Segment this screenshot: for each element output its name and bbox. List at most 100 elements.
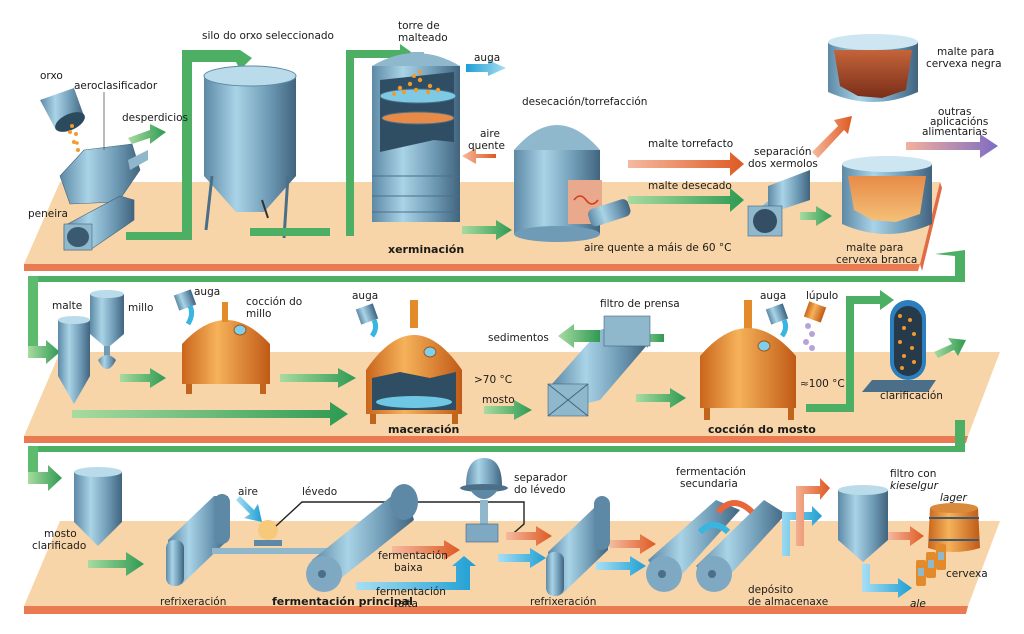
green-flow-to-torre — [330, 44, 414, 236]
label-maceracion: maceración — [388, 423, 460, 436]
label-negra-2: cervexa negra — [926, 58, 1002, 70]
deposito-almacenaxe-flow — [778, 478, 830, 556]
label-sedimentos: sedimentos — [488, 332, 549, 344]
label-ferm-alta-1: fermentación — [376, 586, 446, 598]
label-mosto: mosto — [482, 394, 515, 406]
label-cervexa: cervexa — [946, 568, 988, 580]
label-ferm-sec-1: fermentación — [676, 466, 746, 478]
arrow-to-coccion-millo — [120, 368, 166, 388]
label-lager: lager — [940, 492, 967, 504]
levedo-return-line — [275, 501, 525, 539]
fermentacion-baixa-arrow — [392, 540, 460, 560]
label-deposito-2: de almacenaxe — [748, 596, 829, 608]
aire-arrow — [236, 496, 262, 522]
label-outras-1: outras — [938, 106, 972, 118]
label-auga-maceracion: auga — [352, 290, 379, 302]
label-filtro-prensa: filtro de prensa — [600, 298, 680, 310]
desperdicios-arrow — [128, 124, 166, 144]
refrixeracion-2 — [546, 496, 610, 596]
label-desperdicios: desperdicios — [122, 112, 189, 124]
arrow-to-coccion-mosto — [636, 388, 686, 408]
orxo-hopper — [40, 88, 85, 166]
maceracion-kettle — [366, 300, 462, 424]
label-auga-mosto: auga — [760, 290, 787, 302]
green-flow-silo-out — [250, 228, 330, 236]
arrow-long-malte — [72, 402, 348, 426]
label-ferm-baixa-2: baixa — [394, 562, 423, 574]
label-filtro-1: filtro con — [890, 468, 937, 480]
arrow-to-negra — [812, 116, 852, 158]
label-malte: malte — [52, 300, 83, 312]
label-silo: silo do orxo seleccionado — [202, 30, 334, 42]
label-coccion-millo-2: millo — [246, 308, 272, 320]
green-flow-row2-to-row3 — [28, 420, 965, 491]
label-desecacion: desecación/torrefacción — [522, 96, 648, 108]
silo-millo — [90, 290, 124, 369]
label-fermentacion-principal: fermentación principal — [272, 595, 413, 608]
arrow-blue-to-secundaria — [596, 556, 646, 576]
label-coccion-millo-1: cocción do — [246, 296, 303, 308]
label-auga-row1: auga — [474, 52, 501, 64]
label-lupulo: lúpulo — [806, 290, 839, 302]
label-auga-millo: auga — [194, 286, 221, 298]
auga-bucket-1 — [173, 289, 197, 326]
label-temp-70: >70 °C — [474, 374, 513, 386]
label-branca-1: malte para — [846, 242, 904, 254]
arrow-orange-to-secundaria — [610, 534, 656, 554]
label-clarificacion: clarificación — [880, 390, 943, 402]
label-ale: ale — [910, 598, 926, 610]
label-torre-1: torre de — [398, 20, 440, 32]
coccion-millo-kettle — [182, 302, 270, 394]
levedo-dish — [254, 520, 282, 546]
label-quente: quente — [468, 140, 506, 152]
lupulo-bucket — [803, 301, 827, 351]
arrow-to-branca — [800, 206, 832, 226]
label-xerminacion: xerminación — [388, 243, 465, 256]
label-temp-100: ≈100 °C — [800, 378, 845, 390]
torre-malteado — [372, 52, 460, 222]
peneira-sieve — [63, 195, 135, 251]
silo-mosto-clarificado — [74, 467, 122, 546]
label-outras-2: aplicacións — [930, 116, 989, 128]
malte-desecado-arrow — [628, 188, 744, 212]
pipe-to-fermenter — [212, 548, 342, 554]
label-mosto-clar-2: clarificado — [32, 540, 87, 552]
green-flow-to-silo — [126, 50, 252, 240]
sedimentos-arrow — [558, 324, 600, 348]
auga-bucket-2 — [355, 303, 379, 338]
silo-tank — [203, 65, 297, 239]
label-separacion-1: separación — [754, 146, 812, 158]
label-millo: millo — [128, 302, 154, 314]
mosto-arrow — [484, 400, 532, 420]
label-ferm-sec-2: secundaria — [680, 478, 738, 490]
label-aire-row3: aire — [238, 486, 258, 498]
label-separador-2: do lévedo — [514, 484, 566, 496]
label-separador-1: separador — [514, 472, 568, 484]
label-outras-3: alimentarias — [922, 126, 988, 138]
green-flow-to-clarificacion — [806, 290, 894, 412]
separador-levedo — [460, 458, 508, 543]
label-ferm-alta-2: alta — [398, 598, 418, 610]
label-filtro-2: kieselgur — [890, 480, 938, 492]
label-branca-2: cervexa branca — [836, 254, 918, 266]
filtro-kieselgur — [838, 485, 888, 562]
refrixeracion-1 — [166, 494, 230, 586]
label-levedo: lévedo — [302, 486, 338, 498]
arrow-to-lager — [888, 526, 924, 546]
label-deposito-1: depósito — [748, 584, 794, 596]
fermentacion-secundaria-tanks — [646, 500, 786, 592]
label-orxo: orxo — [40, 70, 63, 82]
fermentacion-principal-tank — [306, 484, 418, 592]
filtro-prensa — [547, 315, 651, 417]
label-mosto-clar-1: mosto — [44, 528, 77, 540]
label-refrixeracion-1: refrixeración — [160, 596, 227, 608]
label-malte-torrefacto: malte torrefacto — [648, 138, 734, 150]
auga-arrow-1 — [466, 60, 506, 76]
auga-bucket-3 — [765, 303, 789, 338]
label-separacion-2: dos xermolos — [748, 158, 818, 170]
malte-torrefacto-arrow — [628, 152, 744, 176]
green-flow-row1-to-row2 — [28, 250, 965, 364]
aeroclasificador-machine — [59, 92, 148, 205]
arrow-to-ale — [862, 564, 912, 598]
